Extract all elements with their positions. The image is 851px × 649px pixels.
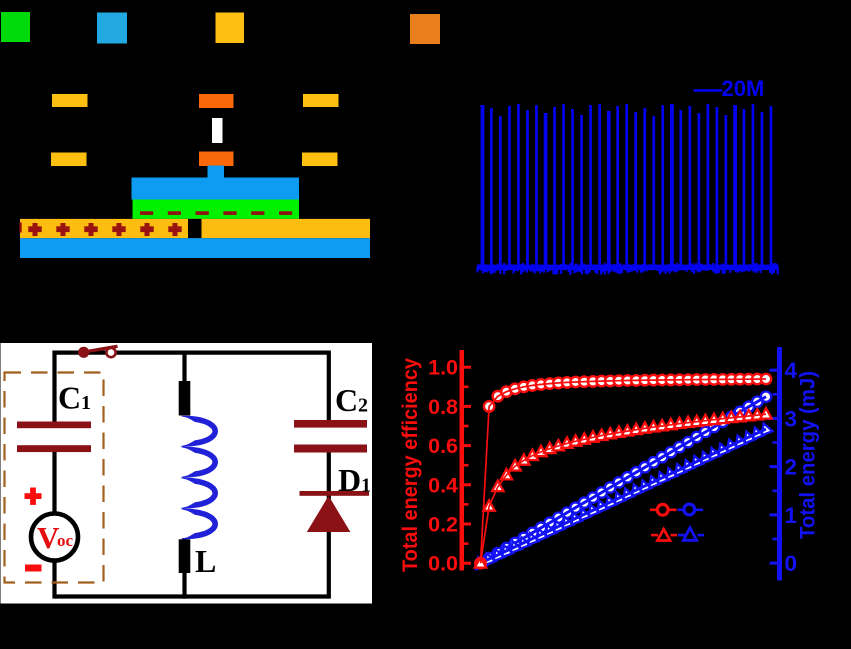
svg-text:L: L — [195, 543, 216, 579]
svg-text:3: 3 — [785, 406, 798, 431]
svg-text:V: V — [37, 520, 60, 555]
svg-text:oc: oc — [57, 531, 74, 550]
svg-text:1: 1 — [785, 503, 798, 528]
svg-text:0: 0 — [785, 551, 798, 576]
svg-text:0.6: 0.6 — [428, 434, 458, 458]
svg-text:0.0: 0.0 — [428, 552, 458, 576]
svg-text:0.4: 0.4 — [428, 473, 458, 497]
svg-text:2: 2 — [358, 395, 368, 417]
svg-text:C: C — [58, 380, 81, 416]
svg-text:1.0: 1.0 — [428, 356, 458, 380]
svg-text:1: 1 — [81, 392, 91, 414]
svg-text:Total energy (mJ): Total energy (mJ) — [797, 371, 820, 539]
svg-text:1: 1 — [361, 475, 371, 497]
svg-text:2: 2 — [785, 455, 798, 480]
svg-text:C: C — [335, 382, 358, 418]
svg-text:0.8: 0.8 — [428, 395, 458, 419]
svg-text:Total energy efficiency: Total energy efficiency — [399, 358, 422, 572]
svg-text:20M: 20M — [722, 76, 765, 101]
svg-text:D: D — [338, 462, 361, 498]
svg-text:0.2: 0.2 — [428, 513, 458, 537]
svg-text:4: 4 — [785, 358, 798, 383]
